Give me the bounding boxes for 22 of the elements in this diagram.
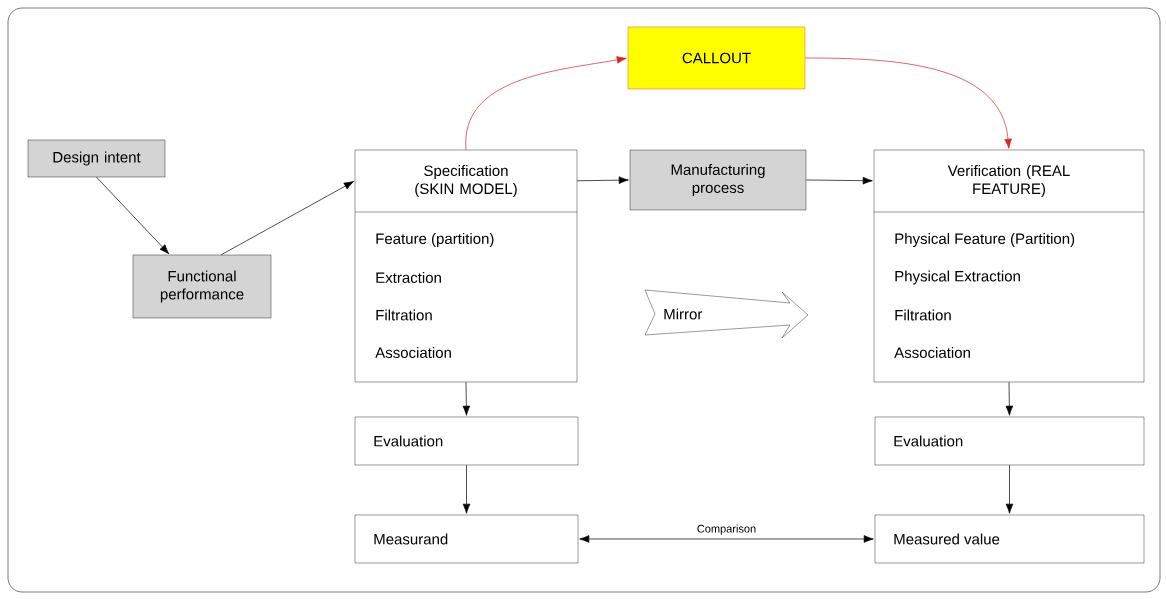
arrow xyxy=(462,381,471,416)
arrow xyxy=(1005,464,1014,514)
arrow xyxy=(465,56,627,151)
arrow xyxy=(1005,381,1014,416)
process-box: Manufacturing process xyxy=(629,149,807,211)
arrow xyxy=(96,176,170,255)
process-box: Measurand xyxy=(354,514,579,564)
process-box: Measured value xyxy=(874,514,1145,564)
arrow xyxy=(579,535,874,543)
arrow xyxy=(804,57,1012,149)
compartment-box: Specification (SKIN MODEL) Feature (partition) Extraction Filtration Association xyxy=(354,149,578,383)
process-box: Functional performance xyxy=(132,254,272,319)
arrow xyxy=(462,464,471,514)
compartment-box: Verification (REAL FEATURE) Physical Feature (Partition) Physical Extraction Filtration Association xyxy=(873,149,1145,383)
edge-label: Comparison xyxy=(695,523,758,536)
arrow xyxy=(576,176,629,184)
callout-box: CALLOUT xyxy=(627,26,806,90)
process-box: Evaluation xyxy=(354,416,579,466)
process-box: Evaluation xyxy=(874,416,1145,466)
arrow xyxy=(220,181,354,256)
arrow xyxy=(805,176,873,185)
process-box: Design intent xyxy=(27,139,166,178)
